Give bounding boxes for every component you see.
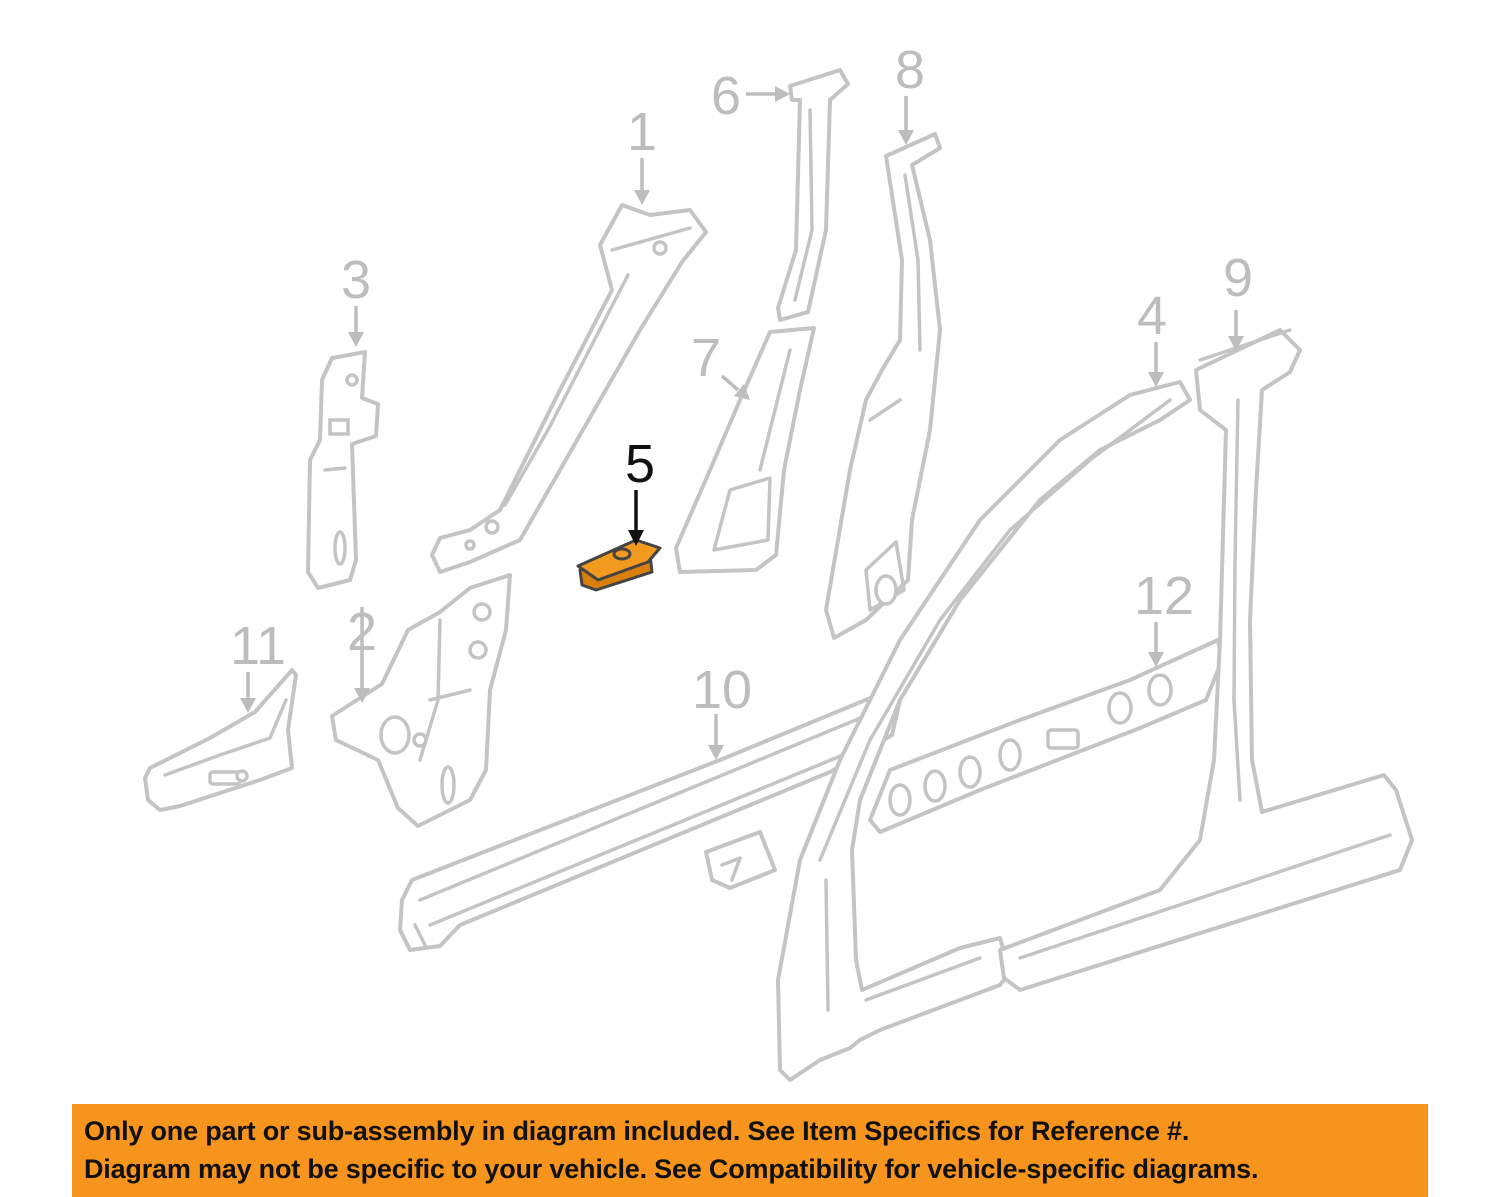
part-5-highlighted <box>576 538 662 592</box>
disclaimer-line-1: Only one part or sub-assembly in diagram… <box>84 1116 1190 1146</box>
callout-7: 7 <box>691 328 721 388</box>
callout-5: 5 <box>625 434 655 494</box>
part-3 <box>306 350 380 590</box>
part-4 <box>776 380 1192 1082</box>
part-8 <box>824 132 942 640</box>
part-12 <box>704 638 1224 890</box>
disclaimer-line-2: Diagram may not be specific to your vehi… <box>84 1154 1259 1184</box>
callout-2: 2 <box>347 602 377 662</box>
part-11 <box>143 668 298 812</box>
callout-4: 4 <box>1137 286 1167 346</box>
part-1 <box>430 203 708 574</box>
callout-6: 6 <box>711 66 741 126</box>
disclaimer-banner: Only one part or sub-assembly in diagram… <box>72 1104 1428 1197</box>
callout-11: 11 <box>230 616 286 676</box>
callout-arrows <box>240 86 1244 760</box>
callout-8: 8 <box>895 40 925 100</box>
callout-10: 10 <box>692 660 752 720</box>
part-6 <box>776 68 850 322</box>
callout-9: 9 <box>1223 248 1253 308</box>
part-7 <box>674 326 816 574</box>
parts-diagram: 1 2 3 4 5 6 7 8 9 10 11 12 <box>143 40 1414 1082</box>
callout-3: 3 <box>341 250 371 310</box>
part-10 <box>398 688 902 952</box>
callout-1: 1 <box>627 102 657 162</box>
callout-12: 12 <box>1134 566 1194 626</box>
part-9 <box>998 328 1414 992</box>
part-2 <box>330 573 512 828</box>
